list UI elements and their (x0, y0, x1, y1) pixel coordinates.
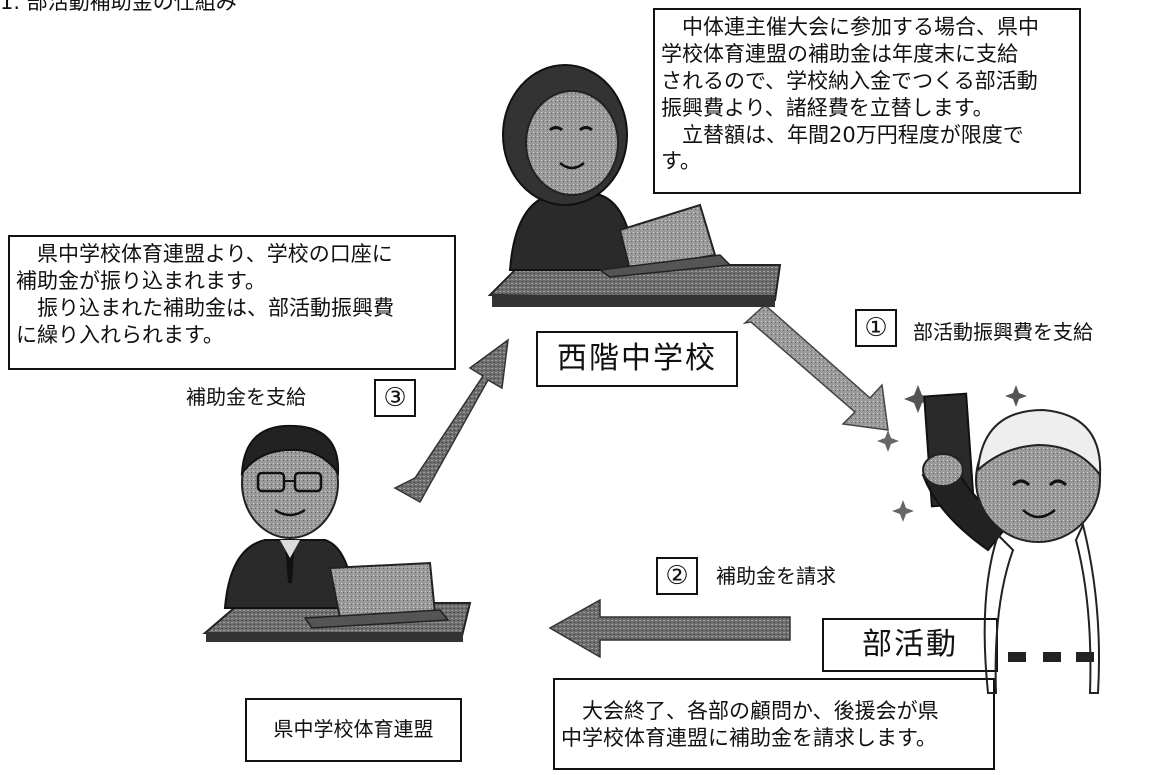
student-illustration (877, 385, 1102, 694)
club-label: 部活動 (822, 618, 998, 672)
step-3-label: 補助金を支給 (186, 385, 306, 409)
federation-label: 県中学校体育連盟 (245, 698, 462, 762)
school-note-line: す。 (661, 149, 701, 174)
step-2-number: ② (656, 557, 698, 595)
federation-staff-illustration (202, 424, 472, 642)
school-note-line: されるので、学校納入金でつくる部活動 (661, 68, 1038, 93)
school-note-line: 振興費より、諸経費を立替します。 (661, 95, 994, 120)
school-note-line: 学校体育連盟の補助金は年度末に支給 (661, 41, 1018, 66)
school-note-line: 中体連主催大会に参加する場合、県中 (661, 15, 1039, 39)
arrow-club-to-federation (548, 598, 791, 659)
teacher-illustration (487, 64, 782, 307)
school-note: 中体連主催大会に参加する場合、県中 学校体育連盟の補助金は年度末に支給 されるの… (653, 8, 1081, 194)
club-note-line: 大会終了、各部の顧問か、後援会が県 (561, 699, 939, 723)
federation-note-line: 県中学校体育連盟より、学校の口座に (16, 242, 393, 266)
federation-note-line: 振り込まれた補助金は、部活動振興費 (16, 295, 394, 320)
federation-note: 県中学校体育連盟より、学校の口座に 補助金が振り込まれます。 振り込まれた補助金… (8, 235, 456, 370)
federation-note-line: 補助金が振り込まれます。 (16, 268, 266, 293)
federation-note-line: に繰り入れられます。 (16, 322, 224, 347)
step-1-label: 部活動振興費を支給 (913, 320, 1093, 344)
step-2-label: 補助金を請求 (716, 564, 836, 588)
school-note-line: 立替額は、年間20万円程度が限度で (661, 122, 1024, 147)
step-3-number: ③ (374, 379, 416, 417)
club-note-line: 中学校体育連盟に補助金を請求します。 (561, 725, 937, 750)
arrow-federation-to-school (393, 338, 509, 504)
school-label: 西階中学校 (536, 331, 738, 387)
club-note: 大会終了、各部の顧問か、後援会が県 中学校体育連盟に補助金を請求します。 (553, 678, 995, 770)
page-title: 1. 部活動補助金の仕組み (0, 0, 237, 14)
step-1-number: ① (855, 309, 897, 347)
